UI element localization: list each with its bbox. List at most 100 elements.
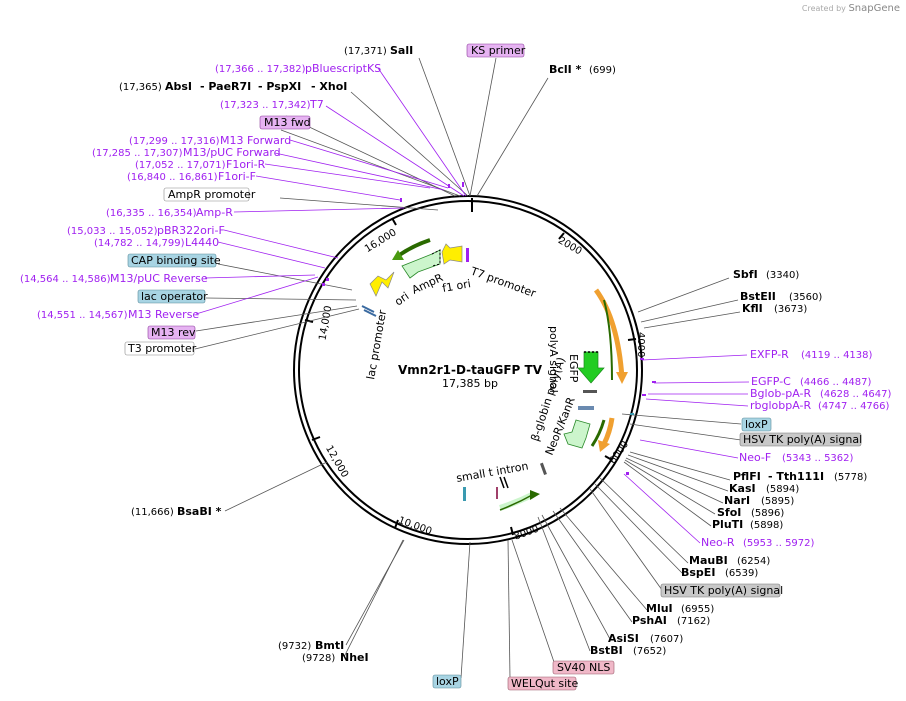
neo-r-pos: (5953 .. 5972) [743, 538, 815, 549]
orange-arc-top [593, 288, 625, 379]
neor-arrow [563, 419, 591, 449]
tick-16000: 16,000 [363, 227, 399, 255]
loxp-bottom-box[interactable] [432, 674, 462, 689]
ampr-promoter-box[interactable] [163, 187, 250, 202]
m13-rev-box[interactable] [147, 325, 196, 340]
tick-14000: 14,000 [318, 305, 335, 341]
welqut-mark [496, 487, 498, 499]
t7-promoter-label: T7 promoter [468, 264, 538, 300]
bstbi-label: BstBI [590, 644, 623, 657]
ks-primer-label: KS primer [471, 44, 526, 57]
rbglobpa-r-pos: (4747 .. 4766) [818, 401, 890, 412]
bsabi-label: BsaBI * [177, 505, 222, 518]
lac-operator-box[interactable] [137, 289, 206, 304]
asisi-label: AsiSI [608, 632, 639, 645]
yellow-arrow-top [441, 243, 463, 265]
small-t-intron-label: small t intron [455, 459, 529, 484]
bsabi-pos: (11,666) [131, 507, 174, 518]
asisi-pos: (7607) [650, 634, 683, 645]
leader-lines-primer [195, 67, 750, 544]
m13-puc-forward-label: M13/pUC Forward [183, 146, 281, 159]
bmti-label: BmtI [315, 639, 344, 652]
sbfi-pos: (3340) [766, 270, 799, 281]
green-arrow-bottom-outline [499, 493, 535, 511]
nari-pos: (5895) [761, 496, 794, 507]
ampr-dash [431, 249, 441, 267]
bspei-label: BspEI [681, 566, 715, 579]
kfli-pos: (3673) [774, 304, 807, 315]
amp-r-pos: (16,335 .. 16,354) [106, 208, 197, 219]
m13-fwd-box[interactable] [259, 115, 311, 130]
backbone-ticks [304, 198, 637, 536]
hsv-tk-box-1[interactable] [739, 432, 862, 447]
orange-arc-bottom-head [598, 440, 610, 452]
small-t-intron-mark [499, 476, 509, 489]
ampr-arrow [401, 249, 441, 279]
t7-primer-label: T7 [309, 98, 324, 111]
m13-fwd-label: M13 fwd [264, 116, 311, 129]
bsteii-label: BstEII [740, 290, 776, 303]
ori-arc-head [392, 250, 404, 260]
plasmid-length: 17,385 bp [442, 377, 498, 390]
cap-site-label: CAP binding site [131, 254, 221, 267]
tth111i-label: - Tth111I [768, 470, 824, 483]
lac-operator-label: lac operator [141, 290, 208, 303]
amp-r-label: Amp-R [196, 206, 233, 219]
neo-f-label: Neo-F [739, 451, 771, 464]
bmti-pos: (9732) [278, 641, 311, 652]
lac-promoter-mark [361, 305, 377, 317]
l4440-pos: (14,782 .. 14,799) [94, 238, 185, 249]
kasi-pos: (5894) [766, 484, 799, 495]
tick-4000: 4000 [635, 332, 646, 357]
snapgene-logo-text: SnapGene [848, 3, 900, 14]
ampr-label: AmpR [410, 271, 446, 297]
cap-site-box[interactable] [127, 253, 217, 268]
sv40-mark [540, 462, 547, 475]
pspxi-label: - PspXI [258, 80, 301, 93]
orange-arc-bottom [601, 417, 615, 446]
maubi-label: MauBI [689, 554, 728, 567]
nhei-pos: (9728) [302, 653, 335, 664]
f1ori-f-pos: (16,840 .. 16,861) [127, 172, 218, 183]
sali-pos: (17,371) [344, 46, 387, 57]
t3-promoter-box[interactable] [124, 341, 195, 356]
hsv-tk-label-2: HSV TK poly(A) signal [664, 584, 783, 597]
m13-rev-label: M13 rev [151, 326, 196, 339]
sfoi-label: SfoI [717, 506, 741, 519]
ks-primer-box[interactable] [466, 43, 525, 58]
xhoi-label: - XhoI [311, 80, 347, 93]
tick-2000: 2000 [556, 235, 584, 257]
exfp-r-label: EXFP-R [750, 348, 789, 361]
lac-promoter-label: lac promoter [364, 308, 389, 380]
polya-signal-label: polyA signal [547, 326, 560, 393]
m13-puc-reverse-label: M13/pUC Reverse [110, 272, 208, 285]
f1ori-f-label: F1ori-F [218, 170, 256, 183]
f1ori-r-label: F1ori-R [226, 158, 266, 171]
m13-puc-reverse-pos: (14,564 .. 14,586) [20, 274, 111, 285]
l4440-label: L4440 [185, 236, 219, 249]
absi-label: AbsI [165, 80, 192, 93]
bglob-pa-r-label: Bglob-pA-R [750, 387, 812, 400]
bspei-pos: (6539) [725, 568, 758, 579]
hsv-tk-label-1: HSV TK poly(A) signal [743, 433, 862, 446]
sv40-nls-box[interactable] [552, 660, 615, 675]
nhei-label: NheI [340, 651, 369, 664]
kasi-label: KasI [729, 482, 756, 495]
nari-label: NarI [724, 494, 750, 507]
loxp-right-box[interactable] [741, 417, 772, 432]
m13-reverse-pos: (14,551 .. 14,567) [37, 310, 128, 321]
hsv-tk-box-2[interactable] [660, 583, 781, 598]
sali-label: SalI [390, 44, 413, 57]
kfli-label: KflI [742, 302, 763, 315]
beta-globin-bar [578, 406, 594, 410]
created-by-text: Created by [801, 4, 846, 13]
ori-arc [396, 238, 431, 258]
t7-promoter-mark [466, 248, 469, 262]
tick-10000: 10,000 [397, 515, 434, 537]
ampr-promoter-label: AmpR promoter [168, 188, 256, 201]
welqut-box[interactable] [507, 676, 577, 691]
m13-reverse-label: M13 Reverse [128, 308, 199, 321]
egfp-label: EGFP [567, 354, 580, 383]
primer-marks [322, 182, 656, 475]
egfp-c-pos: (4466 .. 4487) [800, 377, 872, 388]
